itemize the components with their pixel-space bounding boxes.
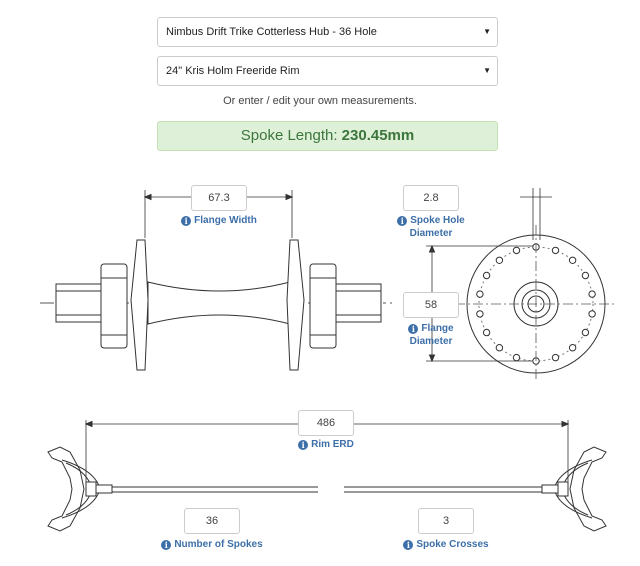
chevron-down-icon: ▼ bbox=[483, 27, 491, 36]
spoke-hole bbox=[568, 256, 577, 264]
spoke-hole bbox=[512, 353, 521, 362]
spoke-hole bbox=[482, 271, 491, 280]
flange-width-input[interactable] bbox=[191, 185, 247, 211]
hub-side-view bbox=[40, 190, 392, 371]
rim-erd-input[interactable] bbox=[298, 410, 354, 436]
spoke-hole bbox=[495, 344, 504, 352]
info-icon: i bbox=[403, 540, 414, 550]
spoke-length-result: Spoke Length: 230.45mm bbox=[157, 121, 498, 151]
spoke-hole bbox=[476, 310, 484, 318]
info-icon: i bbox=[161, 540, 172, 550]
flange-diameter-input[interactable] bbox=[403, 292, 459, 318]
spoke-hole bbox=[568, 344, 577, 352]
info-icon: i bbox=[181, 216, 192, 226]
spoke-hole bbox=[482, 328, 491, 337]
rim-view bbox=[47, 420, 607, 532]
spoke-hole bbox=[512, 246, 521, 255]
spoke-hole bbox=[476, 290, 484, 298]
spoke-hole-diameter-input[interactable] bbox=[403, 185, 459, 211]
spoke-length-label: Spoke Length: bbox=[240, 127, 342, 144]
custom-measurements-hint: Or enter / edit your own measurements. bbox=[223, 95, 417, 107]
hub-select[interactable]: Nimbus Drift Trike Cotterless Hub - 36 H… bbox=[157, 17, 498, 47]
rim-select[interactable]: 24" Kris Holm Freeride Rim ▼ bbox=[157, 56, 498, 86]
rim-select-value: 24" Kris Holm Freeride Rim bbox=[166, 65, 300, 77]
info-icon: i bbox=[298, 440, 309, 450]
spoke-hole bbox=[551, 246, 560, 255]
spoke-crosses-input[interactable] bbox=[418, 508, 474, 534]
hub-select-value: Nimbus Drift Trike Cotterless Hub - 36 H… bbox=[166, 26, 377, 38]
spoke-hole bbox=[551, 353, 560, 362]
number-of-spokes-input[interactable] bbox=[184, 508, 240, 534]
spoke-hole bbox=[495, 256, 504, 264]
chevron-down-icon: ▼ bbox=[483, 66, 491, 75]
info-icon: i bbox=[397, 216, 408, 226]
hub-end-view bbox=[426, 188, 617, 380]
info-icon: i bbox=[408, 324, 419, 334]
spoke-hole bbox=[581, 328, 590, 337]
spoke-hole bbox=[588, 290, 596, 298]
spoke-hole bbox=[588, 310, 596, 318]
spoke-length-value: 230.45mm bbox=[341, 127, 415, 144]
spoke-hole bbox=[581, 271, 590, 280]
